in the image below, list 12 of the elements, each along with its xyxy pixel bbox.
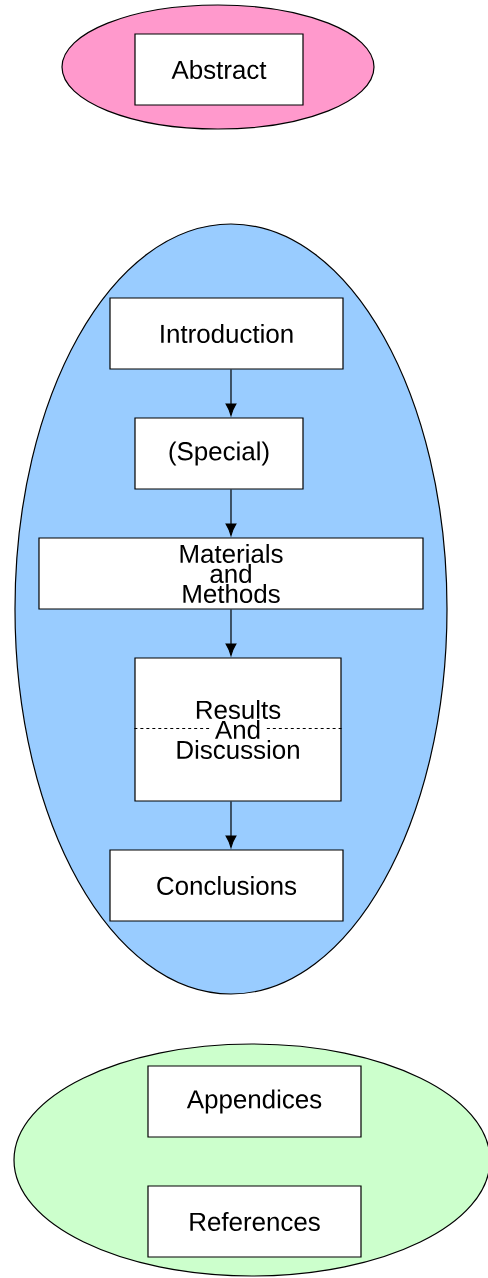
arrow <box>225 801 237 848</box>
arrow <box>225 489 237 536</box>
text-box: Conclusions <box>109 849 344 922</box>
text-box: References <box>147 1185 362 1258</box>
arrow <box>225 609 237 656</box>
text-box: Appendices <box>147 1065 362 1138</box>
text-box: Results And Discussion <box>134 657 342 802</box>
arrow <box>225 369 237 416</box>
text-box: Introduction <box>109 297 344 370</box>
text-box: Materials and Methods <box>38 537 424 610</box>
text-box: (Special) <box>134 417 304 490</box>
text-box: Abstract <box>134 33 304 106</box>
